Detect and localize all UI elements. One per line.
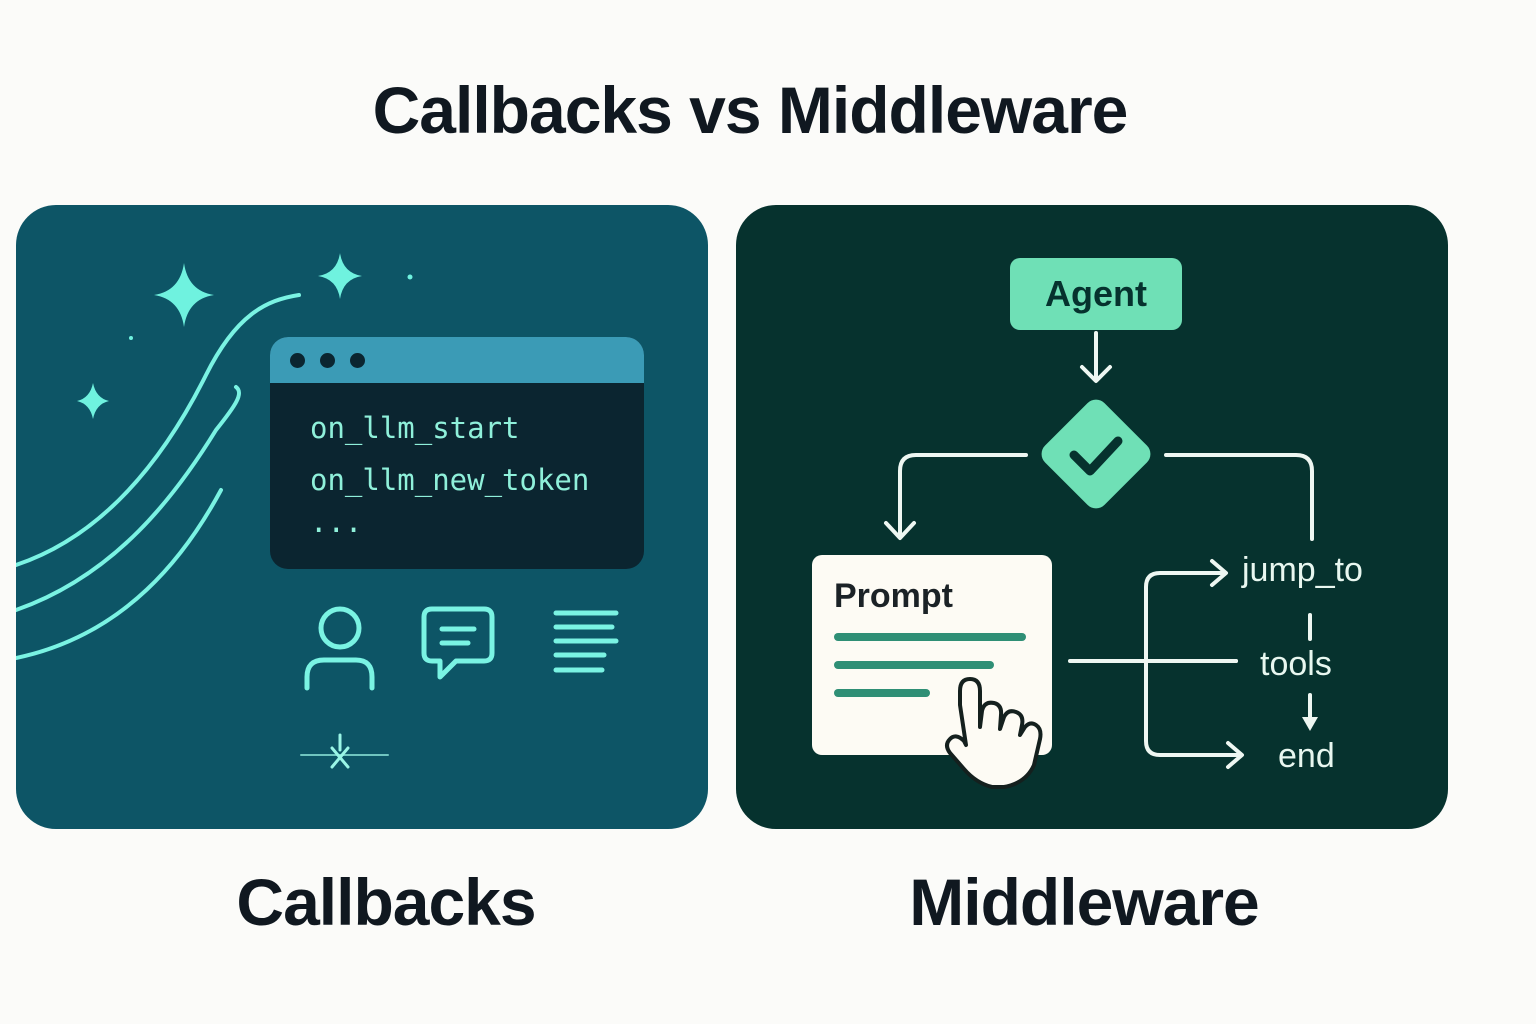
- window-dot: [350, 353, 365, 368]
- sparkle-icon: [154, 263, 214, 327]
- star-dot: [129, 336, 133, 340]
- fork-down: [1144, 659, 1240, 757]
- list-lines-icon: [553, 610, 619, 673]
- arrowhead: [884, 521, 916, 540]
- window-dot: [290, 353, 305, 368]
- asterisk-icon: [300, 733, 389, 769]
- sparkle-icon: [77, 383, 109, 419]
- arrow-left-branch: [898, 453, 1028, 539]
- chat-bubble-icon: [421, 606, 495, 680]
- flow-line-1: [16, 293, 301, 567]
- flow-line-3: [16, 488, 223, 660]
- callbacks-caption: Callbacks: [236, 865, 536, 939]
- flow-label-end: end: [1278, 737, 1335, 775]
- page-title: Callbacks vs Middleware: [372, 73, 1129, 147]
- arrowhead: [1080, 365, 1112, 383]
- prompt-line: [834, 689, 930, 697]
- star-dot: [407, 274, 413, 280]
- code-window: on_llm_start on_llm_new_token ...: [270, 337, 644, 569]
- middleware-flow: [884, 331, 1318, 769]
- code-line: on_llm_new_token: [310, 463, 590, 497]
- window-dot: [320, 353, 335, 368]
- agent-node: Agent: [1010, 258, 1182, 330]
- callbacks-panel: on_llm_start on_llm_new_token ...: [16, 205, 708, 829]
- middleware-caption: Middleware: [909, 865, 1259, 939]
- decision-diamond: [1041, 399, 1151, 509]
- code-window-titlebar: [270, 337, 644, 383]
- prompt-card: Prompt: [812, 555, 1052, 755]
- code-line: on_llm_start: [310, 411, 520, 445]
- prompt-line: [834, 661, 994, 669]
- code-line: ...: [310, 505, 363, 539]
- arrowhead: [1226, 741, 1244, 769]
- user-icon: [304, 606, 375, 691]
- sparkle-icon: [318, 253, 362, 299]
- prompt-line: [834, 633, 1026, 641]
- arrow-right-branch: [1164, 453, 1314, 541]
- flow-label-jump-to: jump_to: [1242, 551, 1363, 589]
- prompt-title: Prompt: [834, 577, 953, 615]
- fork-up: [1144, 571, 1224, 663]
- check-icon: [1069, 436, 1123, 476]
- flow-line-2: [16, 385, 242, 612]
- arrowhead: [1210, 559, 1228, 587]
- callbacks-decor: [16, 253, 619, 769]
- flow-label-tools: tools: [1260, 645, 1332, 683]
- middleware-panel: Agent Prompt jump_to tools end: [736, 205, 1448, 829]
- arrowhead-filled: [1302, 717, 1318, 731]
